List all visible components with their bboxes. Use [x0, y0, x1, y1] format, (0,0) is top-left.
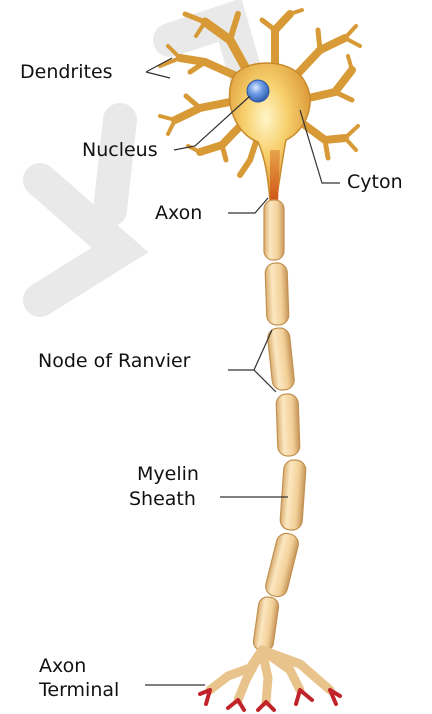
- label-axon-terminal-line1: Axon: [39, 655, 86, 678]
- myelin-sheath: [252, 200, 306, 652]
- nucleus: [247, 80, 269, 102]
- cell-body: [230, 63, 311, 200]
- label-nucleus: Nucleus: [82, 139, 158, 162]
- label-axon: Axon: [155, 202, 202, 225]
- label-dendrites: Dendrites: [20, 61, 113, 84]
- label-myelin: Myelin: [137, 463, 199, 486]
- label-sheath: Sheath: [129, 488, 196, 511]
- label-axon-terminal-line2: Terminal: [39, 679, 119, 702]
- axon-terminals: [200, 650, 340, 710]
- label-node-of-ranvier: Node of Ranvier: [38, 350, 190, 373]
- axon-hillock: [270, 150, 280, 205]
- label-cyton: Cyton: [347, 171, 403, 194]
